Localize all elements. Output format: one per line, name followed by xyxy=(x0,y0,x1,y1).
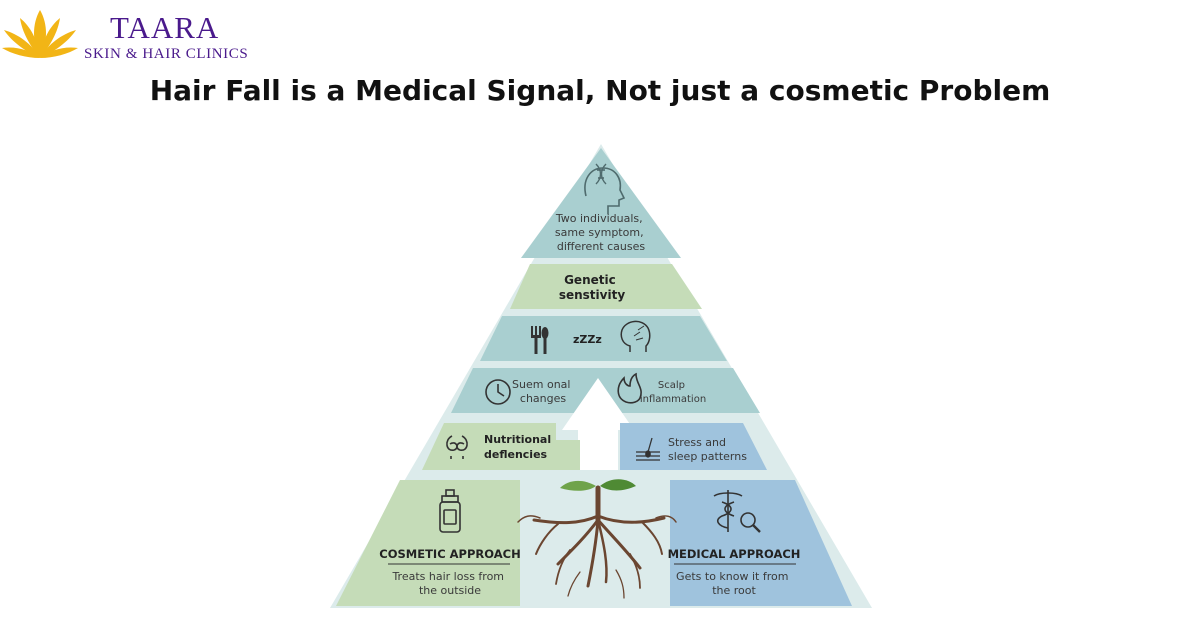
roots-sprout-icon xyxy=(517,479,677,599)
caduceus-magnifier-icon xyxy=(713,490,761,533)
genetic-tier-line: Genetic xyxy=(564,273,616,287)
lifestyle-tier xyxy=(480,316,727,361)
sleep-zzz-icon: zZZz xyxy=(573,333,602,346)
stress-text: Stress and sleep patterns xyxy=(668,436,747,463)
head-nerves-icon xyxy=(620,320,651,352)
medical-line: Gets to know it from xyxy=(676,570,788,583)
clock-icon xyxy=(485,379,511,405)
bottle-icon xyxy=(439,489,461,533)
head-dna-icon xyxy=(584,163,626,214)
cosmetic-heading: COSMETIC APPROACH xyxy=(379,547,520,561)
page-title: Hair Fall is a Medical Signal, Not just … xyxy=(149,74,1051,107)
hair-follicle-icon xyxy=(636,437,660,461)
stress-tier xyxy=(620,423,767,470)
medical-heading: MEDICAL APPROACH xyxy=(668,547,801,561)
medical-line: the root xyxy=(712,584,756,597)
cosmetic-approach-panel xyxy=(336,480,520,606)
fork-spoon-icon xyxy=(531,326,549,354)
stress-line: Stress and xyxy=(668,436,726,449)
cosmetic-line: the outside xyxy=(419,584,481,597)
medical-text: Gets to know it from the root xyxy=(676,570,792,597)
top-tier-line: different causes xyxy=(557,240,645,253)
stress-line: sleep patterns xyxy=(668,450,747,463)
genetic-tier xyxy=(510,264,702,309)
hair-fall-pyramid: Two individuals, same symptom, different… xyxy=(330,144,872,608)
top-tier-line: same symptom, xyxy=(555,226,644,239)
scalp-line: inflammation xyxy=(640,394,706,405)
scalp-text: Scalp inflammation xyxy=(640,380,706,405)
top-tier-line: Two individuals, xyxy=(555,212,643,225)
nutrition-text: Nutritional deflencies xyxy=(484,433,555,461)
cosmetic-text: Treats hair loss from the outside xyxy=(391,570,507,597)
brand-tagline: SKIN & HAIR CLINICS xyxy=(84,46,249,62)
cosmetic-line: Treats hair loss from xyxy=(391,570,504,583)
flame-icon xyxy=(617,372,642,404)
lotus-logo-icon xyxy=(2,10,78,58)
nutrition-line: Nutritional xyxy=(484,433,551,446)
pyramid-top-tier xyxy=(521,148,681,258)
genetic-tier-text: Genetic senstivity xyxy=(559,273,625,302)
nutrition-line: deflencies xyxy=(484,448,548,461)
clinic-logo: TAARA SKIN & HAIR CLINICS xyxy=(0,2,260,72)
hormonal-line: changes xyxy=(520,392,566,405)
nutrition-tier xyxy=(422,423,580,470)
hormonal-text: Suem onal changes xyxy=(512,378,574,405)
brand-name: TAARA xyxy=(110,10,220,45)
top-tier-text: Two individuals, same symptom, different… xyxy=(555,212,647,253)
intestine-icon xyxy=(446,435,468,459)
scalp-line: Scalp xyxy=(658,380,685,391)
hormonal-line: Suem onal xyxy=(512,378,570,391)
genetic-tier-line: senstivity xyxy=(559,288,625,302)
medical-approach-panel xyxy=(670,480,852,606)
